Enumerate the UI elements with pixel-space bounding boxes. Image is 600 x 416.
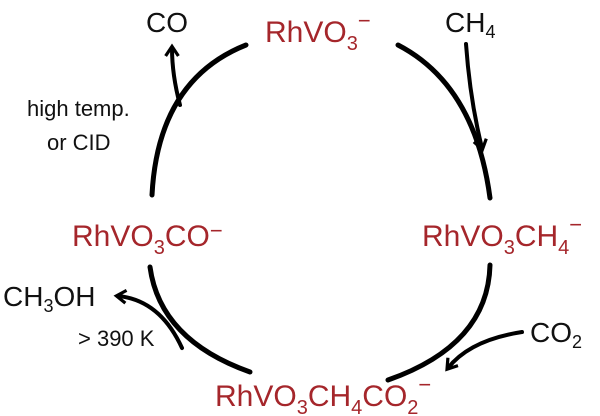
co-release-arrow — [164, 43, 182, 107]
product-ch3oh: CH3OH — [3, 281, 95, 316]
arc-co-adduct-to-rhvo3 — [149, 42, 249, 198]
reagent-ch4: CH4 — [445, 7, 495, 42]
condition-or-cid: or CID — [47, 130, 111, 155]
ch3oh-release-arrow — [113, 288, 184, 350]
species-rhvo3co: RhVO3CO− — [72, 218, 223, 259]
ch4-input-arrow — [464, 42, 488, 153]
condition-temperature: > 390 K — [78, 326, 155, 351]
species-rhvo3: RhVO3− — [265, 8, 371, 55]
condition-high-temp: high temp. — [27, 96, 130, 121]
product-co: CO — [146, 7, 188, 38]
arc-ch4-adduct-to-co2-adduct — [385, 262, 493, 383]
species-rhvo3ch4: RhVO3CH4− — [422, 212, 582, 259]
arc-rhvo3-to-ch4-adduct — [395, 42, 493, 201]
co2-input-arrow — [445, 330, 524, 372]
species-rhvo3ch4co2: RhVO3CH4CO2− — [215, 372, 431, 416]
arc-co2-adduct-to-co-adduct — [147, 264, 253, 375]
reagent-co2: CO2 — [530, 317, 582, 352]
